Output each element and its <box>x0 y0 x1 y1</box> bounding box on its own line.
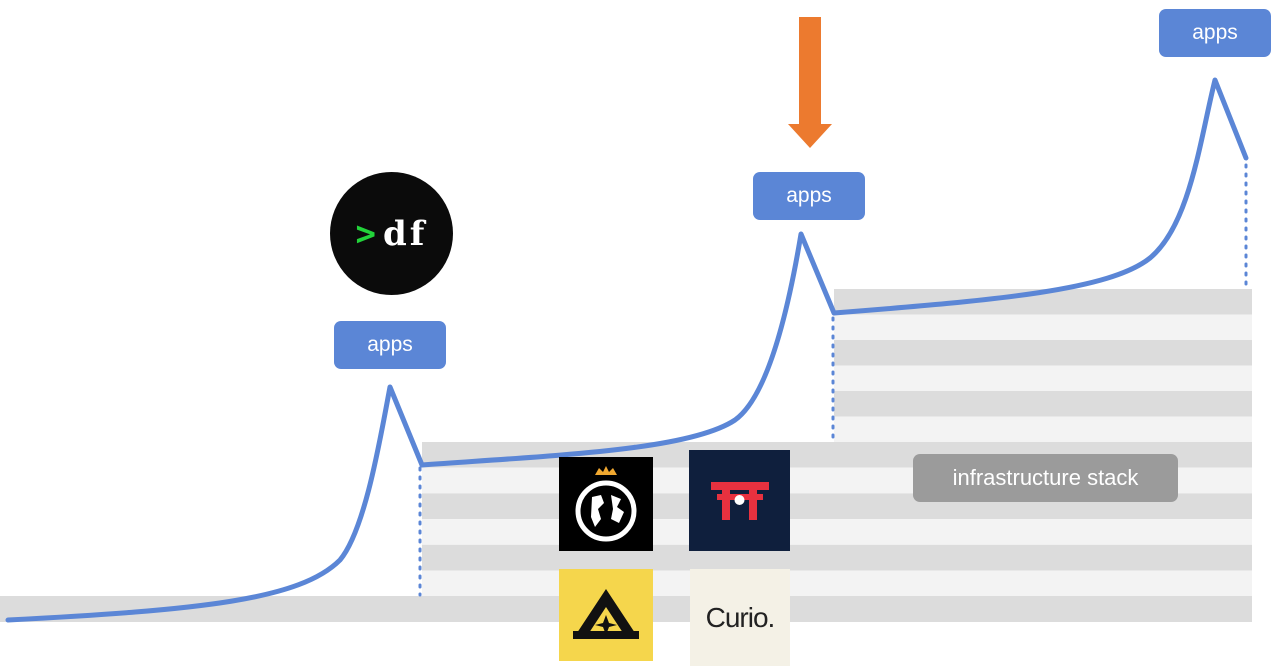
df-logo-text: df <box>383 213 428 254</box>
df-logo: > df <box>330 172 453 295</box>
middle-stripe <box>422 519 1252 545</box>
middle-stripe <box>422 570 1252 596</box>
apps-badge-3: apps <box>1159 9 1271 57</box>
apps-badge-2: apps <box>753 172 865 220</box>
middle-stripe <box>422 544 1252 571</box>
apps-badge-1: apps <box>334 321 446 369</box>
upper-stripe <box>834 391 1252 417</box>
star-triangle-icon <box>559 569 653 661</box>
down-arrow-icon <box>788 17 832 148</box>
upper-stripe <box>834 314 1252 340</box>
torii-gate-icon <box>689 450 790 551</box>
curio-wordmark: Curio. <box>690 569 790 666</box>
upper-stripe <box>834 416 1252 442</box>
infrastructure-stack-label: infrastructure stack <box>913 454 1178 502</box>
df-prompt-icon: > <box>355 213 380 254</box>
growth-curve <box>5 77 1249 623</box>
globe-crown-icon <box>559 457 653 551</box>
upper-stripe <box>834 340 1252 366</box>
curio-text: Curio. <box>705 601 776 633</box>
upper-stripe <box>834 365 1252 391</box>
